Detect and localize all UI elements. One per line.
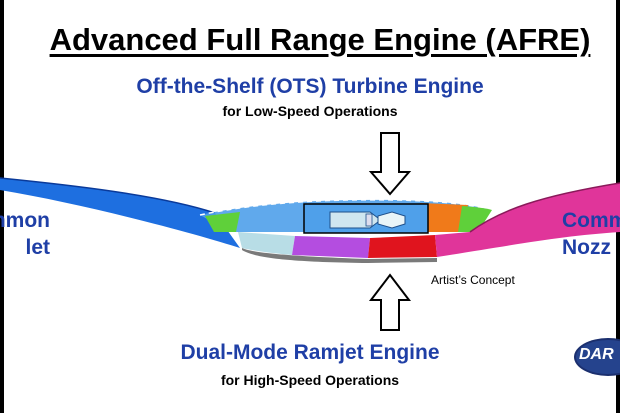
common-nozzle-line1: Comm (562, 209, 620, 232)
nozzle-section (435, 182, 620, 257)
ramjet-engine-subtitle: for High-Speed Operations (220, 372, 400, 388)
common-nozzle-line2: Nozz (562, 236, 611, 259)
common-inlet-line2: let (25, 236, 50, 259)
common-inlet-label: mmon let (0, 207, 50, 261)
ots-engine-subtitle: for Low-Speed Operations (222, 103, 398, 119)
ramjet-flowpath (238, 232, 437, 263)
artists-concept-label: Artist’s Concept (431, 273, 515, 287)
darpa-logo (574, 338, 620, 376)
ots-engine-title: Off-the-Shelf (OTS) Turbine Engine (136, 75, 484, 98)
common-inlet-line1: mmon (0, 209, 50, 232)
darpa-logo-text: DAR (579, 346, 614, 363)
inlet-section (0, 177, 240, 248)
ramjet-engine-title: Dual-Mode Ramjet Engine (180, 341, 440, 364)
common-nozzle-label: Comm Nozz (562, 207, 620, 261)
page-title: Advanced Full Range Engine (AFRE) (49, 22, 591, 57)
left-border (0, 0, 4, 413)
up-arrow-icon (368, 273, 412, 331)
down-arrow-icon (368, 132, 412, 196)
turbine-engine-icon (303, 203, 429, 234)
